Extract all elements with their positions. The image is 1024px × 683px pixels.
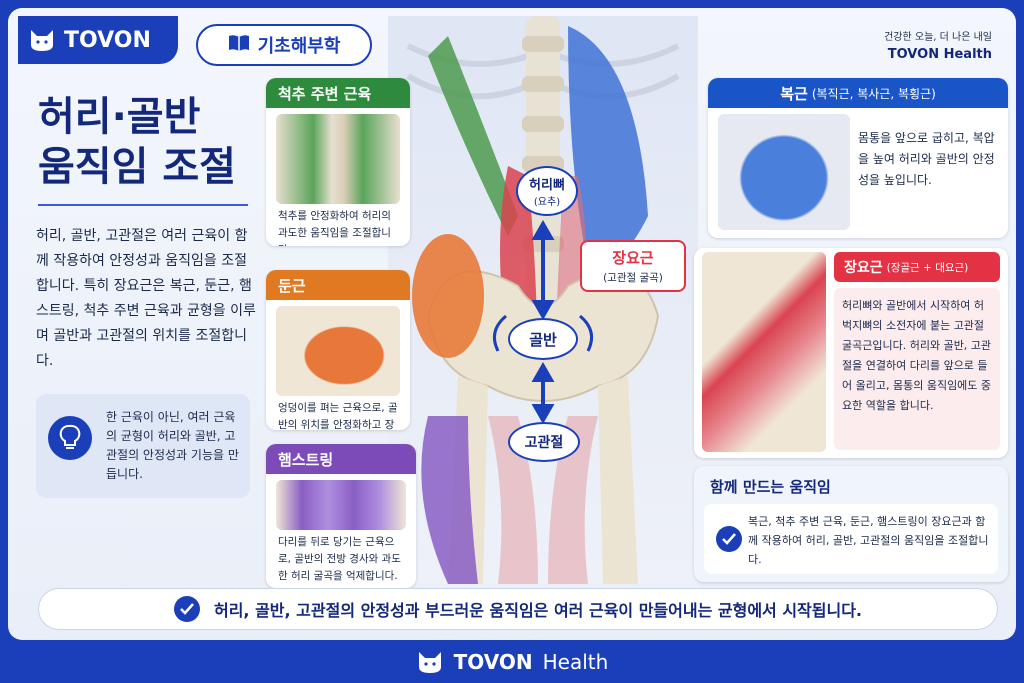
iliopsoas-image (702, 252, 826, 452)
spinal-muscle-image (276, 114, 400, 204)
intro-text: 허리, 골반, 고관절은 여러 근육이 함께 작용하여 안정성과 움직임을 조절… (36, 228, 256, 369)
card-text: 엉덩이를 펴는 근육으로, 골반의 위치를 안정화하고 장요근과 균형을 이룹니… (278, 402, 398, 430)
brand-top-right: 건강한 오늘, 더 나은 내일 TOVON Health (884, 28, 992, 62)
card-spinal-muscles: 척추 주변 근육 척추를 안정화하여 허리의 과도한 움직임을 조절합니다. (266, 78, 410, 246)
title-line-1: 허리·골반 (38, 94, 201, 140)
label-psoas: 장요근 (고관절 굴곡) (580, 240, 686, 292)
card-hamstring: 햄스트링 다리를 뒤로 당기는 근육으로, 골반의 전방 경사와 과도한 허리 … (266, 444, 416, 588)
card-title: 햄스트링 (266, 444, 416, 474)
abs-title: 복근 (780, 84, 808, 103)
footer-brand-suffix: Health (542, 649, 609, 674)
psoas-subtitle: (장골근 + 대요근) (886, 261, 969, 274)
card-text: 허리뼈와 골반에서 시작하여 허벅지뼈의 소전자에 붙는 고관절 굴곡근입니다.… (834, 288, 1000, 450)
card-together: 함께 만드는 움직임 복근, 척추 주변 근육, 둔근, 햄스트링이 장요근과 … (694, 466, 1008, 582)
label-pelvis: 골반 (508, 318, 578, 360)
gluteus-image (276, 306, 400, 396)
hamstring-image (276, 480, 406, 530)
label-lumbar: 허리뼈 (요추) (516, 166, 578, 216)
tip-box: 한 근육이 아닌, 여러 근육의 균형이 허리와 골반, 고관절의 안정성과 기… (36, 394, 250, 498)
tip-text: 한 근육이 아닌, 여러 근육의 균형이 허리와 골반, 고관절의 안정성과 기… (106, 410, 239, 481)
together-text: 복근, 척추 주변 근육, 둔근, 햄스트링이 장요근과 함께 작용하여 허리,… (748, 515, 989, 566)
check-icon (173, 596, 200, 622)
category-label: 기초해부학 (257, 36, 341, 57)
card-text: 다리를 뒤로 당기는 근육으로, 골반의 전방 경사와 과도한 허리 굴곡을 억… (278, 536, 401, 582)
together-box: 복근, 척추 주변 근육, 둔근, 햄스트링이 장요근과 함께 작용하여 허리,… (704, 504, 998, 574)
title-divider (38, 204, 248, 206)
psoas-label: 장요근 (612, 249, 654, 267)
card-title: 척추 주변 근육 (266, 78, 410, 108)
lumbar-sublabel: (요추) (533, 197, 561, 208)
cat-logo-icon (28, 27, 56, 53)
abdominal-image (718, 114, 850, 230)
card-abdominals: 복근 (복직근, 복사근, 복횡근) 몸통을 앞으로 굽히고, 복압을 높여 허… (708, 78, 1008, 238)
brand-tagline: 건강한 오늘, 더 나은 내일 (884, 32, 992, 43)
card-text: 몸통을 앞으로 굽히고, 복압을 높여 허리와 골반의 안정성을 높입니다. (858, 131, 995, 187)
card-iliopsoas: 장요근 (장골근 + 대요근) 허리뼈와 골반에서 시작하여 허벅지뼈의 소전자… (694, 248, 1008, 458)
check-icon (716, 526, 742, 552)
card-title: 장요근 (장골근 + 대요근) (834, 252, 1000, 282)
card-title: 둔근 (266, 270, 410, 300)
footer-brand-name: TOVON (453, 649, 533, 674)
footer-brand: TOVON Health (0, 640, 1024, 683)
page-title: 허리·골반 움직임 조절 (38, 92, 258, 192)
category-badge: 기초해부학 (196, 24, 372, 66)
brand-logo-top-left: TOVON (18, 16, 178, 64)
brand-health: TOVON Health (887, 47, 992, 62)
lumbar-label: 허리뼈 (529, 178, 565, 193)
card-title: 복근 (복직근, 복사근, 복횡근) (708, 78, 1008, 108)
summary-banner: 허리, 골반, 고관절의 안정성과 부드러운 움직임은 여러 근육이 만들어내는… (38, 588, 998, 630)
infographic-frame: TOVON 기초해부학 건강한 오늘, 더 나은 내일 TOVON Health… (8, 8, 1016, 640)
label-hip-joint: 고관절 (508, 422, 580, 462)
card-gluteus: 둔근 엉덩이를 펴는 근육으로, 골반의 위치를 안정화하고 장요근과 균형을 … (266, 270, 410, 430)
card-text: 척추를 안정화하여 허리의 과도한 움직임을 조절합니다. (278, 210, 391, 246)
psoas-title: 장요근 (844, 260, 883, 276)
abs-subtitle: (복직근, 복사근, 복횡근) (811, 86, 936, 101)
psoas-sublabel: (고관절 굴곡) (603, 272, 663, 284)
book-icon (228, 34, 250, 57)
banner-text: 허리, 골반, 고관절의 안정성과 부드러운 움직임은 여러 근육이 만들어내는… (213, 601, 863, 620)
title-line-2: 움직임 조절 (38, 144, 236, 190)
cat-logo-icon (416, 649, 444, 675)
brand-name: TOVON (64, 27, 151, 53)
lightbulb-icon (48, 416, 92, 460)
card-title: 함께 만드는 움직임 (710, 478, 831, 496)
anatomy-illustration (388, 16, 698, 584)
